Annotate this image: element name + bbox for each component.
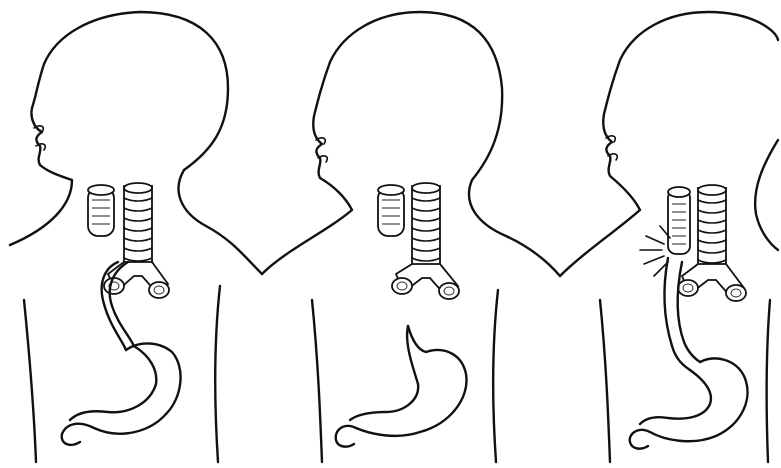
- esophagus-upper-pouch: [668, 187, 690, 254]
- stomach: [336, 326, 467, 447]
- neck-right: [755, 140, 778, 250]
- head-outline: [262, 12, 560, 276]
- panel-3: [560, 12, 778, 462]
- panel-1: [10, 12, 262, 462]
- body-left: [24, 300, 36, 462]
- stomach: [62, 343, 181, 444]
- body-left: [312, 300, 322, 462]
- esophagus-upper-pouch: [378, 185, 404, 236]
- body-right: [767, 300, 770, 462]
- body-right: [215, 286, 220, 462]
- body-right: [493, 290, 498, 462]
- body-left: [600, 300, 610, 462]
- panel-2: [262, 12, 560, 462]
- stomach: [630, 358, 748, 448]
- esophagus-upper-pouch: [88, 185, 114, 236]
